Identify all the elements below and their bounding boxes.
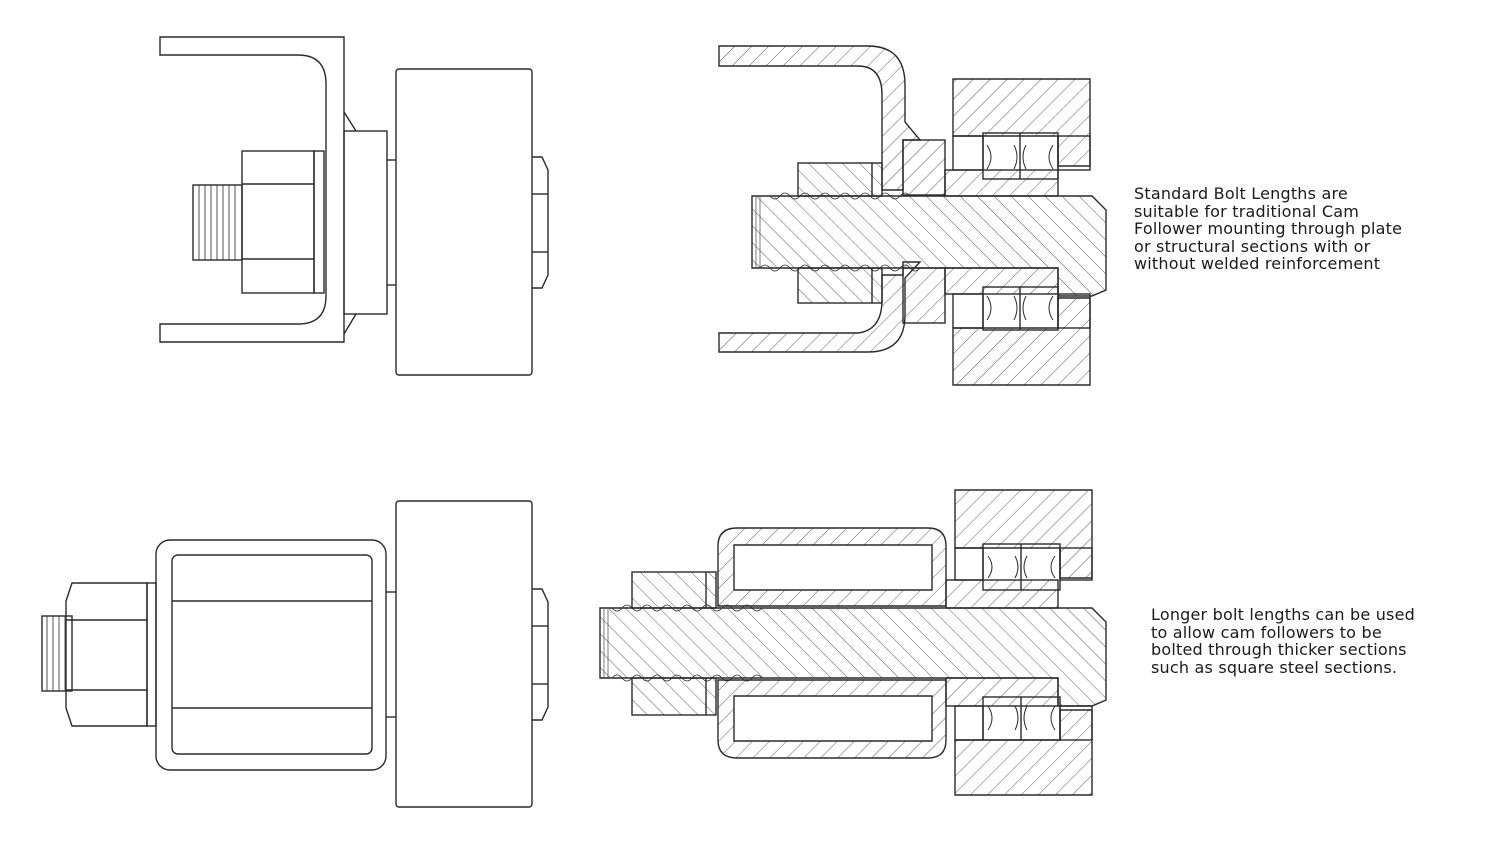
tube-section-upper bbox=[717, 527, 947, 607]
stud-hex-end bbox=[532, 156, 549, 289]
standard-mount-elevation bbox=[159, 36, 549, 376]
tube-section-lower bbox=[717, 679, 947, 759]
stud-thread-marks bbox=[755, 197, 761, 268]
weld-block-lower bbox=[902, 267, 946, 324]
outer-ring-upper bbox=[952, 78, 1091, 167]
nut-section-upper bbox=[631, 571, 717, 609]
weld-fillet bbox=[343, 111, 357, 335]
longer-mount-elevation bbox=[41, 500, 549, 808]
inner-race-upper bbox=[944, 169, 1059, 197]
outer-ring-lower bbox=[952, 297, 1091, 386]
standard-bolt-note-line-5: without welded reinforcement bbox=[1134, 254, 1381, 273]
roller bbox=[395, 500, 533, 808]
stud-hex-end bbox=[532, 588, 549, 721]
needle-rollers-upper bbox=[982, 132, 1059, 180]
longer-mount-section bbox=[599, 489, 1107, 796]
inner-race-lower bbox=[944, 267, 1059, 295]
nut-section-upper bbox=[797, 162, 883, 197]
inner-race-lower bbox=[945, 677, 1059, 707]
bolt-thread bbox=[41, 615, 73, 692]
longer-bolt-note: Longer bolt lengths can be used to allow… bbox=[1151, 606, 1415, 676]
stud-shaft bbox=[751, 195, 1107, 297]
roller bbox=[395, 68, 533, 376]
longer-bolt-note-line-2: to allow cam followers to be bbox=[1151, 622, 1382, 642]
nut-section-lower bbox=[631, 677, 717, 716]
standard-mount-section bbox=[718, 45, 1107, 386]
channel-bracket bbox=[159, 36, 345, 343]
bolt-thread bbox=[192, 184, 243, 261]
spacer bbox=[343, 130, 388, 315]
needle-rollers-lower bbox=[982, 696, 1061, 741]
standard-bolt-note-line-2: suitable for traditional Cam bbox=[1134, 201, 1360, 221]
standard-bolt-note-line-3: Follower mounting through plate bbox=[1134, 219, 1403, 238]
inner-race-upper bbox=[945, 579, 1059, 609]
outer-ring-upper bbox=[954, 489, 1093, 579]
standard-bolt-note-line-4: or structural sections with or bbox=[1134, 236, 1371, 256]
square-section-inner bbox=[171, 554, 373, 755]
needle-rollers-upper bbox=[982, 543, 1061, 591]
standard-bolt-note-line-1: Standard Bolt Lengths are bbox=[1134, 184, 1348, 203]
hex-nut bbox=[65, 582, 157, 727]
standard-bolt-note: Standard Bolt Lengths are suitable for t… bbox=[1134, 185, 1402, 273]
longer-bolt-note-line-3: bolted through thicker sections bbox=[1151, 640, 1407, 659]
hex-nut bbox=[241, 150, 325, 294]
longer-bolt-note-line-1: Longer bolt lengths can be used bbox=[1151, 605, 1415, 624]
nut-section-lower bbox=[797, 267, 883, 304]
outer-ring-lower bbox=[954, 709, 1093, 796]
longer-bolt-note-line-4: such as square steel sections. bbox=[1151, 657, 1398, 677]
needle-rollers-lower bbox=[982, 286, 1059, 331]
channel-section bbox=[718, 45, 922, 191]
square-section-outer bbox=[155, 539, 387, 771]
weld-block-upper bbox=[902, 139, 946, 196]
